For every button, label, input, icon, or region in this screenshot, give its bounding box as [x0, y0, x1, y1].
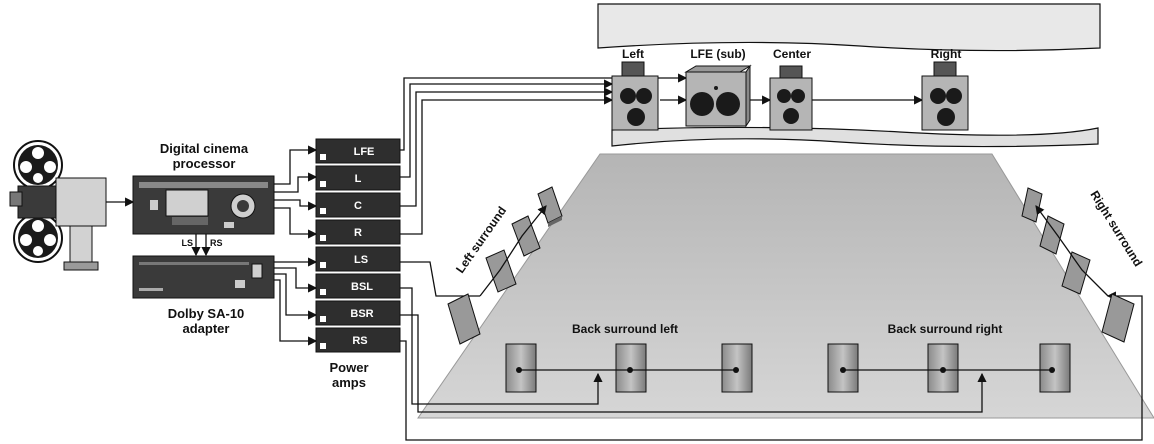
- amp-bsr-label: BSR: [350, 308, 373, 320]
- processor-label-line2: processor: [173, 156, 236, 171]
- speaker-left-label: Left: [622, 47, 644, 61]
- adapter-label-line2: adapter: [183, 321, 230, 336]
- processor-to-amp-wires: [274, 145, 318, 346]
- back-surround-left-speakers: [505, 343, 753, 393]
- dolby-sa10-adapter: [132, 255, 275, 299]
- back-left-speaker-1: [505, 343, 537, 393]
- amp-l: L: [315, 165, 401, 191]
- back-right-speaker-2: [927, 343, 959, 393]
- amp-r-label: R: [354, 227, 362, 239]
- left-surround-speaker-4: [447, 293, 481, 345]
- back-right-speaker-3: [1039, 343, 1071, 393]
- right-surround-speaker-4: [1101, 293, 1135, 343]
- back-surround-right-label: Back surround right: [888, 322, 1003, 336]
- rs-tap-label: RS: [210, 238, 223, 248]
- amp-bsr: BSR: [315, 300, 401, 326]
- amp-rs: RS: [315, 327, 401, 353]
- cinema-screen: [597, 3, 1101, 148]
- speaker-center: [769, 65, 813, 131]
- right-surround-label: Right surround: [1087, 188, 1145, 269]
- power-amps-label-line2: amps: [332, 375, 366, 390]
- right-surround-speaker-2: [1039, 215, 1065, 255]
- amp-l-label: L: [355, 173, 362, 185]
- back-left-speaker-2: [615, 343, 647, 393]
- left-surround-speaker-1: [537, 186, 563, 227]
- digital-cinema-processor: [132, 175, 275, 235]
- back-surround-right-speakers: [827, 343, 1071, 393]
- back-right-speaker-1: [827, 343, 859, 393]
- right-surround-speaker-1: [1021, 187, 1043, 223]
- speaker-lfe-label: LFE (sub): [690, 47, 745, 61]
- power-amps-label-line1: Power: [329, 360, 368, 375]
- ls-tap-label: LS: [181, 238, 193, 248]
- amp-bsl: BSL: [315, 273, 401, 299]
- power-amps: LFE L C R LS BSL BSR: [315, 138, 401, 353]
- left-surround-speaker-3: [485, 249, 517, 293]
- film-projector-icon: [9, 140, 107, 271]
- amp-to-surround-wires: [400, 261, 1143, 441]
- back-left-speaker-3: [721, 343, 753, 393]
- amp-r: R: [315, 219, 401, 245]
- processor-label-line1: Digital cinema: [160, 141, 249, 156]
- speaker-right-label: Right: [931, 47, 962, 61]
- left-surround-speaker-2: [511, 215, 541, 257]
- speaker-center-label: Center: [773, 47, 811, 61]
- amp-bsl-label: BSL: [351, 281, 373, 293]
- back-surround-left-label: Back surround left: [572, 322, 678, 336]
- speaker-right: [921, 61, 969, 131]
- amp-c-label: C: [354, 200, 362, 212]
- amp-lfe-label: LFE: [354, 146, 375, 158]
- amp-c: C: [315, 192, 401, 218]
- amp-to-screen-wires: [400, 73, 924, 235]
- right-surround-speaker-3: [1061, 251, 1091, 295]
- amp-rs-label: RS: [352, 335, 367, 347]
- amp-ls-label: LS: [354, 254, 368, 266]
- speaker-left: [611, 61, 659, 131]
- left-surround-speakers: [447, 186, 563, 345]
- amp-ls: LS: [315, 246, 401, 272]
- amp-lfe: LFE: [315, 138, 401, 164]
- speaker-lfe-sub: [684, 64, 752, 128]
- adapter-label-line1: Dolby SA-10: [168, 306, 245, 321]
